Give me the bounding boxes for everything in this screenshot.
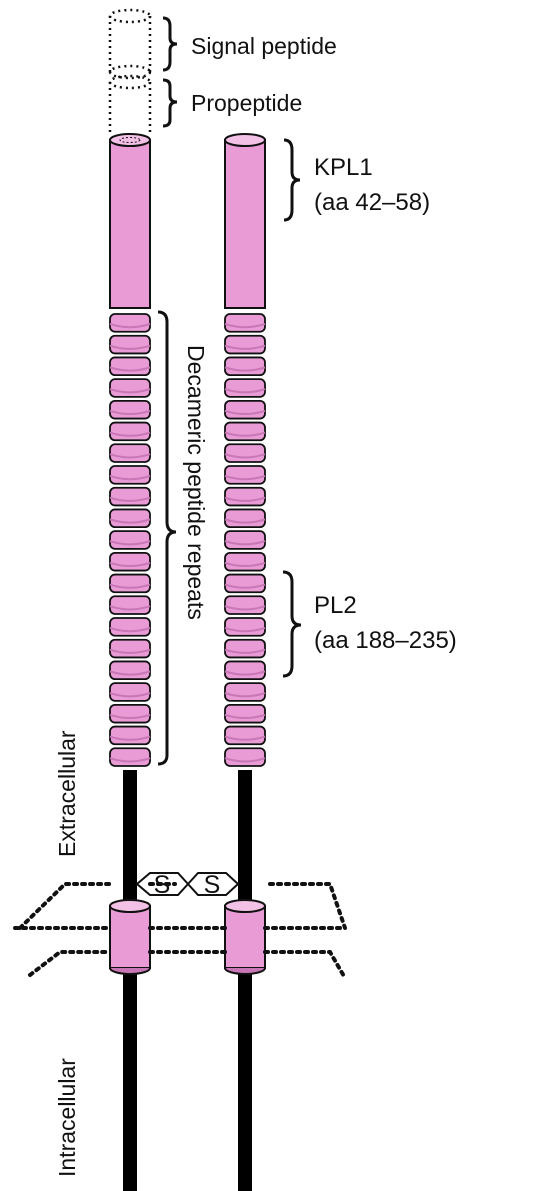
label-propeptide: Propeptide <box>191 90 302 116</box>
left-transmembrane-helix <box>110 900 150 974</box>
left-repeat-segment <box>110 314 150 332</box>
left-propeptide-cylinder <box>110 76 150 136</box>
right-repeat-segment <box>225 640 265 658</box>
right-repeat-segment <box>225 727 265 745</box>
right-chain <box>225 134 265 1191</box>
right-transmembrane-helix <box>225 900 265 974</box>
left-repeat-segment <box>110 379 150 397</box>
left-repeat-segment <box>110 727 150 745</box>
right-repeat-segment <box>225 357 265 375</box>
right-repeat-segment <box>225 466 265 484</box>
right-repeat-segment <box>225 553 265 571</box>
left-repeat-segment <box>110 336 150 354</box>
left-repeat-segment <box>110 357 150 375</box>
right-transmembrane-tail <box>238 770 252 1191</box>
right-repeat-segment <box>225 444 265 462</box>
right-repeat-segments <box>225 314 265 766</box>
left-repeat-segment <box>110 401 150 419</box>
bracket-signal-peptide <box>163 18 177 70</box>
left-repeat-segment <box>110 618 150 636</box>
membrane-outline <box>15 884 345 978</box>
left-transmembrane-tail <box>123 770 137 1191</box>
label-signal-peptide: Signal peptide <box>191 33 337 59</box>
right-kpl1-helix <box>225 134 265 308</box>
right-repeat-segment <box>225 531 265 549</box>
disulfide-s-right: S <box>204 871 221 899</box>
right-repeat-segment <box>225 618 265 636</box>
left-chain <box>110 10 150 1191</box>
right-repeat-segment <box>225 314 265 332</box>
bracket-propeptide <box>163 80 177 126</box>
bracket-repeats <box>158 312 176 764</box>
left-repeat-segment <box>110 748 150 766</box>
left-repeat-segment <box>110 596 150 614</box>
left-repeat-segment <box>110 640 150 658</box>
left-repeat-segment <box>110 683 150 701</box>
right-repeat-segment <box>225 509 265 527</box>
label-intracellular: Intracellular <box>54 1058 80 1177</box>
left-repeat-segment <box>110 661 150 679</box>
left-repeat-segment <box>110 705 150 723</box>
bracket-pl2 <box>283 572 301 676</box>
label-kpl1-name: KPL1 <box>314 154 373 181</box>
label-pl2-name: PL2 <box>314 592 357 619</box>
right-repeat-segment <box>225 336 265 354</box>
right-repeat-segment <box>225 488 265 506</box>
label-kpl1-range: (aa 42–58) <box>314 189 430 216</box>
right-repeat-segment <box>225 379 265 397</box>
left-kpl1-helix <box>110 134 150 308</box>
left-repeat-segment <box>110 553 150 571</box>
right-repeat-segment <box>225 661 265 679</box>
label-extracellular: Extracellular <box>54 730 80 857</box>
left-repeat-segment <box>110 575 150 593</box>
right-repeat-segment <box>225 705 265 723</box>
left-repeat-segment <box>110 488 150 506</box>
left-repeat-segment <box>110 509 150 527</box>
left-repeat-segments <box>110 314 150 766</box>
right-repeat-segment <box>225 575 265 593</box>
bracket-kpl1 <box>284 140 300 220</box>
right-repeat-segment <box>225 423 265 441</box>
left-signal-peptide-cylinder <box>110 10 150 78</box>
right-repeat-segment <box>225 683 265 701</box>
label-decameric-repeats: Decameric peptide repeats <box>183 345 209 620</box>
left-repeat-segment <box>110 531 150 549</box>
left-repeat-segment <box>110 444 150 462</box>
right-repeat-segment <box>225 596 265 614</box>
left-repeat-segment <box>110 423 150 441</box>
left-repeat-segment <box>110 466 150 484</box>
right-repeat-segment <box>225 748 265 766</box>
right-repeat-segment <box>225 401 265 419</box>
label-pl2-range: (aa 188–235) <box>314 627 457 654</box>
